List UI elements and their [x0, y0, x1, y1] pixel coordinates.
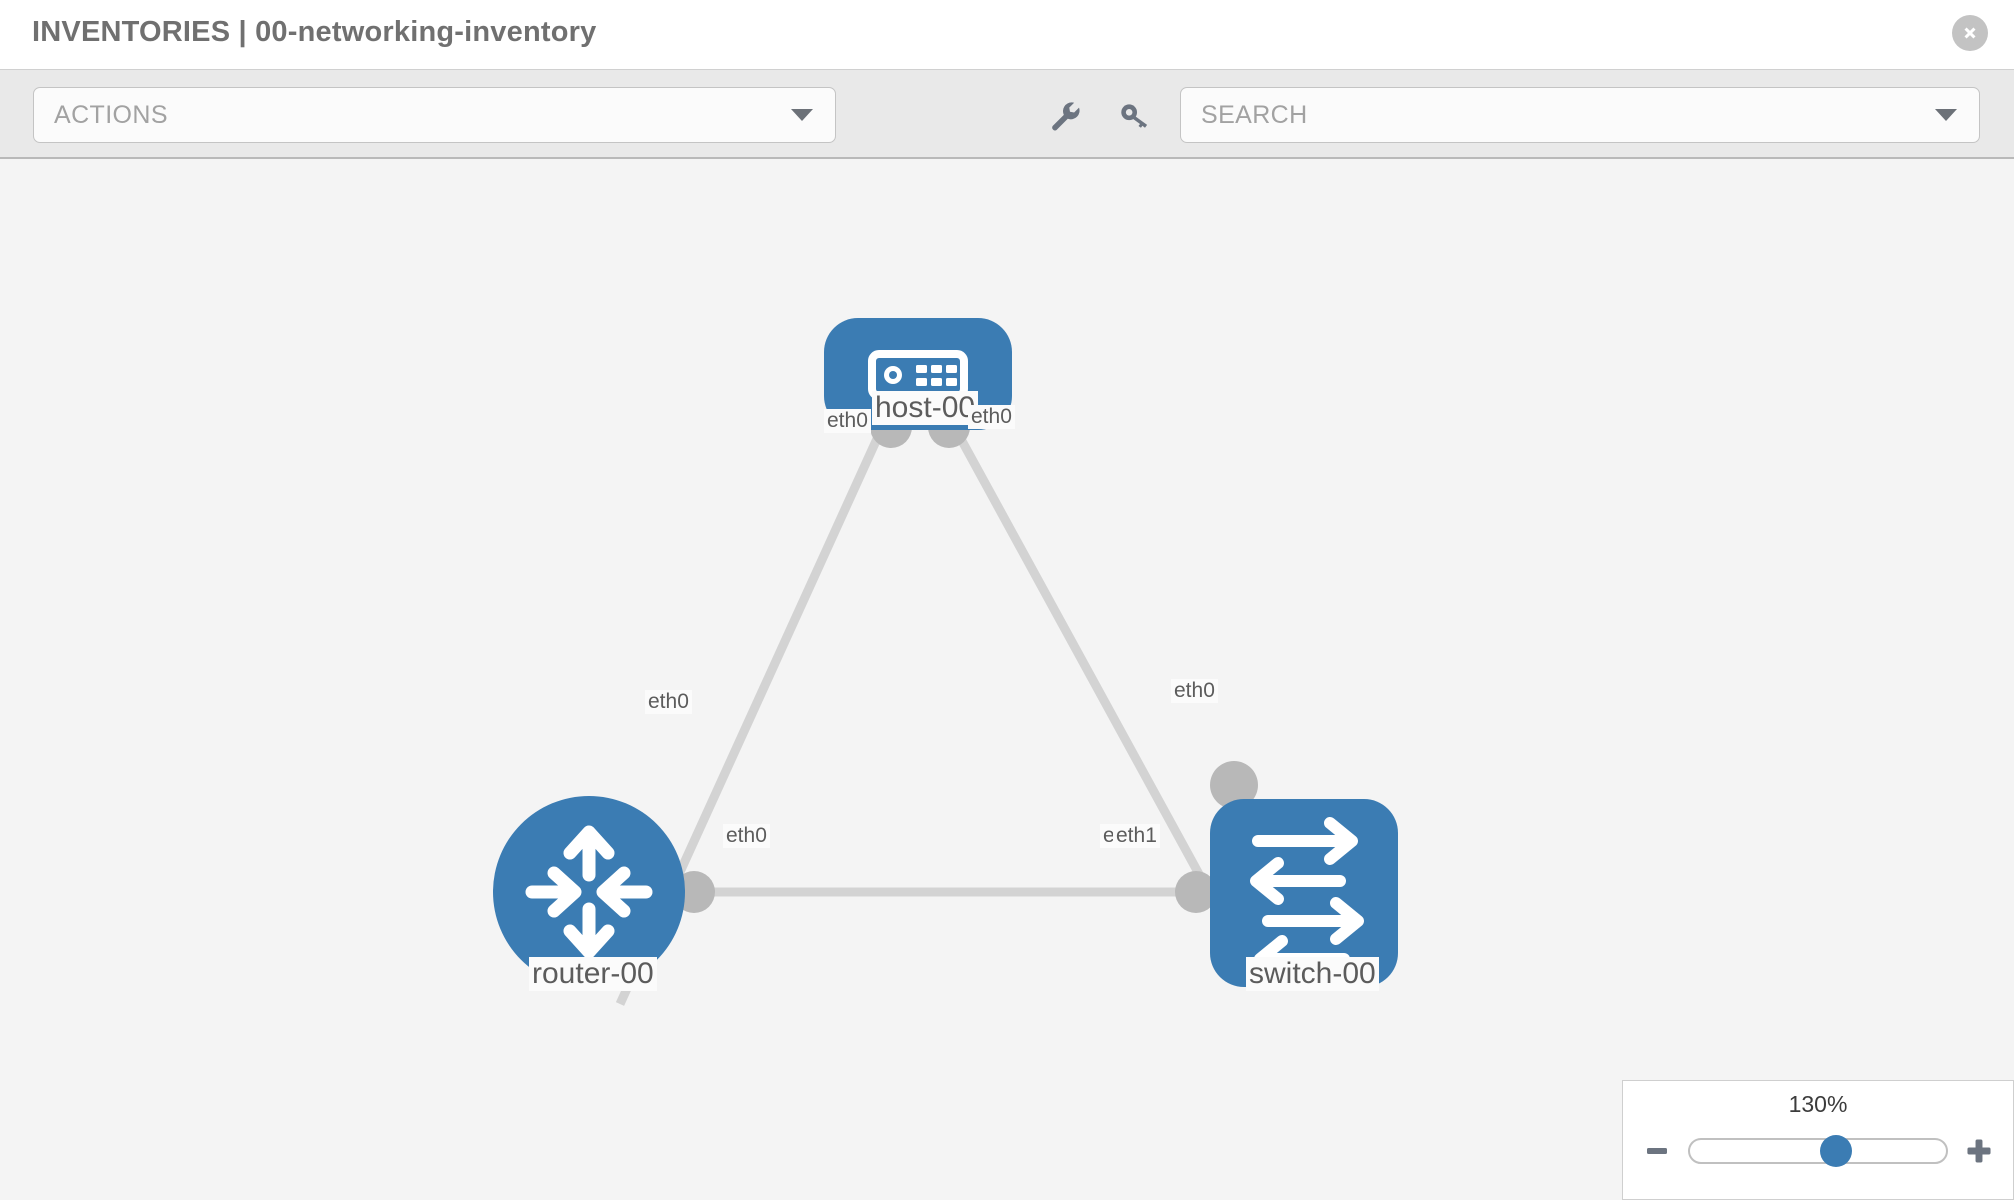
port-label-router-up: eth0 — [645, 690, 692, 715]
chevron-down-icon — [791, 109, 813, 121]
node-label-router-00: router-00 — [529, 957, 657, 991]
topology-canvas[interactable]: host-00 router-00 switch-00 eth0 eth0 et… — [0, 159, 2014, 1200]
link-host-switch — [946, 416, 1244, 952]
actions-dropdown-label: ACTIONS — [54, 100, 168, 129]
port-nub-switch-topleft — [1210, 761, 1258, 809]
port-label-host-right: eth0 — [968, 405, 1015, 430]
node-label-switch-00: switch-00 — [1246, 957, 1379, 991]
chevron-down-icon — [1935, 109, 1957, 121]
port-label-router-right: eth0 — [723, 824, 770, 849]
page-title: INVENTORIES | 00-networking-inventory — [32, 16, 597, 48]
port-label-switch-up: eth0 — [1171, 679, 1218, 704]
zoom-out-button[interactable] — [1640, 1134, 1674, 1168]
zoom-control-panel: 130% — [1622, 1080, 2014, 1200]
close-icon[interactable] — [1952, 15, 1988, 51]
server-icon-details — [884, 365, 957, 386]
search-placeholder: SEARCH — [1201, 100, 1308, 129]
zoom-level-value: 130% — [1788, 1091, 1848, 1117]
zoom-slider[interactable] — [1688, 1135, 1948, 1167]
router-arrows-icon — [525, 825, 653, 959]
topology-links — [615, 416, 1244, 1006]
zoom-slider-thumb[interactable] — [1819, 1135, 1852, 1167]
node-label-host-00: host-00 — [872, 391, 979, 425]
search-input[interactable]: SEARCH — [1180, 87, 1980, 143]
node-router-00 — [493, 796, 685, 988]
wrench-icon[interactable] — [1045, 98, 1085, 134]
actions-dropdown[interactable]: ACTIONS — [33, 87, 836, 143]
key-icon[interactable] — [1115, 98, 1155, 134]
port-label-switch-left: eth1 — [1113, 824, 1160, 849]
page-header: INVENTORIES | 00-networking-inventory — [0, 0, 2014, 70]
port-nub-switch-left — [1175, 871, 1217, 913]
topology-graph — [493, 318, 1398, 1006]
zoom-in-button[interactable] — [1962, 1134, 1996, 1168]
port-label-host-left: eth0 — [824, 409, 871, 434]
toolbar: ACTIONS SEARCH — [0, 70, 2014, 159]
